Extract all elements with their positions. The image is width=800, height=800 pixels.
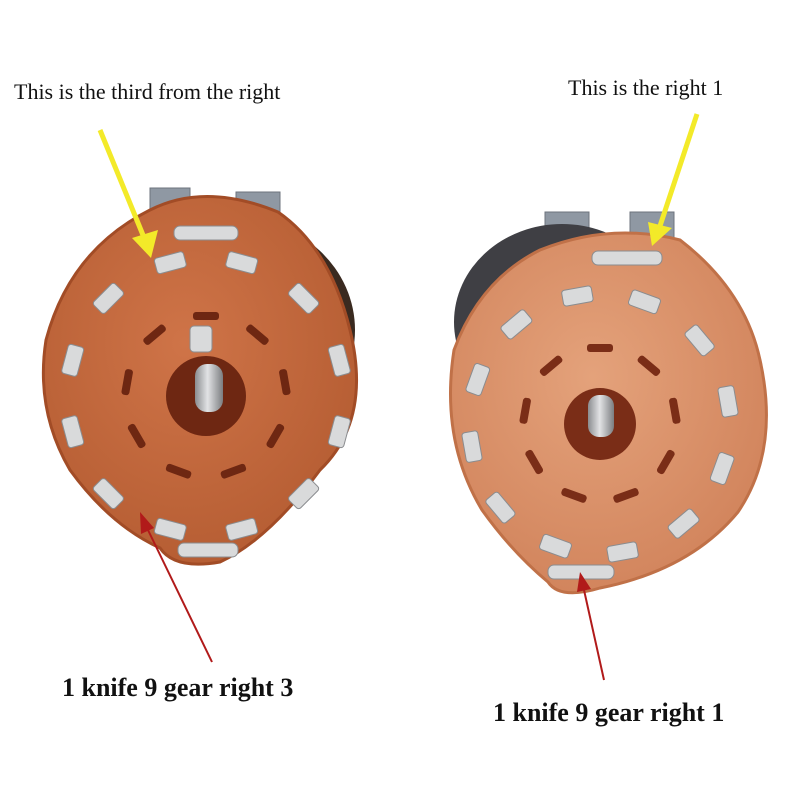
terminal-lug [667,508,700,539]
wafer-slot [539,355,563,376]
terminal-lug [153,517,187,541]
wafer-slot [220,463,247,479]
left-caption: 1 knife 9 gear right 3 [62,673,294,702]
terminal-lug [465,363,491,396]
wafer-slot [246,324,269,345]
wafer-slot [121,369,133,396]
wafer-slot [637,355,661,376]
wafer-slot [561,488,587,503]
terminal-lug [288,282,320,314]
right-caption: 1 knife 9 gear right 1 [493,698,725,727]
yellow-arrow-icon [97,129,158,258]
terminal-lug [606,541,639,563]
terminal-lug [717,385,739,418]
right-switch [449,211,768,595]
terminal-lug [327,343,351,377]
left-terminal-ring [61,251,351,541]
terminal-lug [92,478,124,510]
terminal-lug [461,430,483,463]
terminal-lug [92,282,124,314]
terminal-lug [153,251,187,275]
wafer-slot [519,397,531,424]
terminal-lug [288,478,320,510]
terminal-lug [561,285,594,307]
terminal-lug [225,251,259,275]
terminal-lug [61,343,85,377]
terminal-lug [500,309,533,340]
terminal-lug [539,533,572,559]
right-slot-ring [519,344,681,503]
wafer-slot [613,488,639,503]
terminal-lug [709,452,735,485]
terminal-lug [225,517,259,541]
wafer-slot [525,449,544,475]
left-slot-ring [121,312,291,479]
left-callout-text: This is the third from the right [14,79,281,104]
right-terminal-ring [461,285,739,563]
yellow-arrow-icon [648,113,700,246]
wafer-slot [266,423,285,449]
terminal-lug [61,415,85,449]
terminal-lug [628,289,661,315]
wafer-slot [587,344,613,352]
terminal-lug [485,491,516,524]
wafer-slot [656,449,675,475]
wafer-slot [279,369,291,396]
wafer-slot [669,397,681,424]
red-arrow-icon [140,512,213,663]
terminal-lug [684,324,715,357]
wafer-slot [127,423,146,449]
wafer-slot [193,312,219,320]
wafer-slot [143,324,166,345]
left-switch [41,187,359,566]
terminal-lug [327,415,351,449]
red-arrow-icon [577,572,605,681]
wafer-slot [165,463,192,479]
right-callout-text: This is the right 1 [568,75,724,100]
